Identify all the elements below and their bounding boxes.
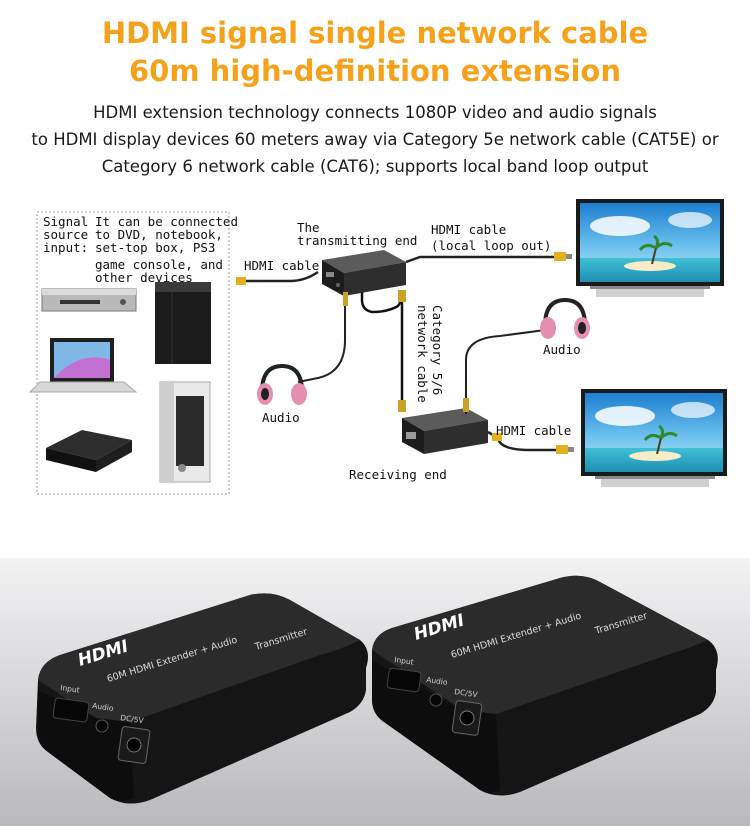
pc-tower-icon: [159, 381, 211, 483]
page-title-line1: HDMI signal single network cable: [101, 16, 649, 50]
hdmi-output-label: HDMI cable: [496, 423, 572, 438]
dvd-player-icon: [41, 288, 137, 312]
laptop-icon: [28, 338, 138, 393]
page-title-line2: 60m high-definition extension: [129, 54, 621, 88]
hdmi-loop-label-line1: HDMI cable: [431, 222, 507, 237]
connection-diagram: [28, 199, 727, 495]
source-devices-line4: game console, and: [95, 257, 223, 272]
audio-label-right: Audio: [543, 342, 581, 357]
source-label-line3: input:: [43, 240, 89, 255]
extender-unit-left: [36, 593, 368, 804]
source-devices-line2: to DVD, notebook,: [95, 227, 223, 242]
transmitter-label-line1: The: [297, 220, 320, 235]
right-port-dc: DC/5V: [454, 687, 479, 699]
hdmi-input-label: HDMI cable: [244, 258, 320, 273]
description-line2: to HDMI display devices 60 meters away v…: [31, 130, 719, 149]
set-top-box-icon: [46, 430, 132, 472]
headphones-left-icon: [257, 363, 307, 405]
extender-unit-right: [372, 575, 718, 796]
receiver-label: Receiving end: [349, 467, 447, 482]
source-devices-line5: other devices: [95, 270, 193, 285]
tv-bottom-icon: [581, 389, 727, 487]
left-port-dc: DC/5V: [120, 713, 145, 725]
source-devices-line3: set-top box, PS3: [95, 240, 216, 255]
source-devices-line1: It can be connected: [95, 214, 238, 229]
source-label-line1: Signal: [43, 214, 89, 229]
description-line1: HDMI extension technology connects 1080P…: [93, 103, 657, 122]
audio-label-left: Audio: [262, 410, 300, 425]
source-devices-frame: [36, 211, 230, 495]
transmitter-label-line2: transmitting end: [297, 233, 418, 248]
hdmi-loop-label-line2: (local loop out): [431, 238, 552, 253]
left-port-audio: Audio: [92, 701, 115, 713]
left-port-input: Input: [60, 683, 81, 695]
tv-top-icon: [576, 199, 724, 297]
game-console-icon: [155, 282, 211, 364]
right-port-audio: Audio: [426, 675, 449, 687]
source-label-line2: source: [43, 227, 89, 242]
description-line3: Category 6 network cable (CAT6); support…: [101, 157, 649, 176]
transmitter-icon: [322, 250, 406, 296]
headphones-right-icon: [540, 297, 590, 339]
right-port-input: Input: [394, 655, 415, 667]
